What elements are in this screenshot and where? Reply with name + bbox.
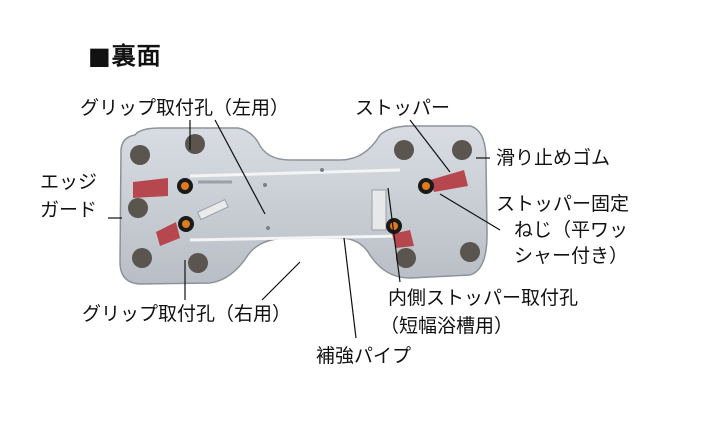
label-stopper: ストッパー <box>355 97 451 119</box>
label-stopper-screw-line2: ねじ（平ワッ <box>514 219 629 241</box>
label-reinforcement-pipe: 補強パイプ <box>316 345 412 367</box>
board-shape <box>119 125 488 285</box>
label-stopper-screw-line1: ストッパー固定 <box>496 193 630 215</box>
label-grip-hole-left: グリップ取付孔（左用） <box>80 97 290 119</box>
label-stopper-screw-line3: シャー付き） <box>514 245 629 267</box>
label-inner-stopper-line1: 内側ストッパー取付孔 <box>388 287 579 309</box>
rubber-feet <box>128 134 480 273</box>
label-edge-guard-line1: エッジ <box>40 171 98 193</box>
label-edge-guard-line2: ガード <box>40 199 98 221</box>
label-grip-hole-right: グリップ取付孔（右用） <box>82 303 292 325</box>
label-inner-stopper-line2: （短幅浴槽用） <box>380 315 514 337</box>
page-title: ■裏面 <box>88 42 162 70</box>
label-non-slip-rubber: 滑り止めゴム <box>496 147 611 169</box>
